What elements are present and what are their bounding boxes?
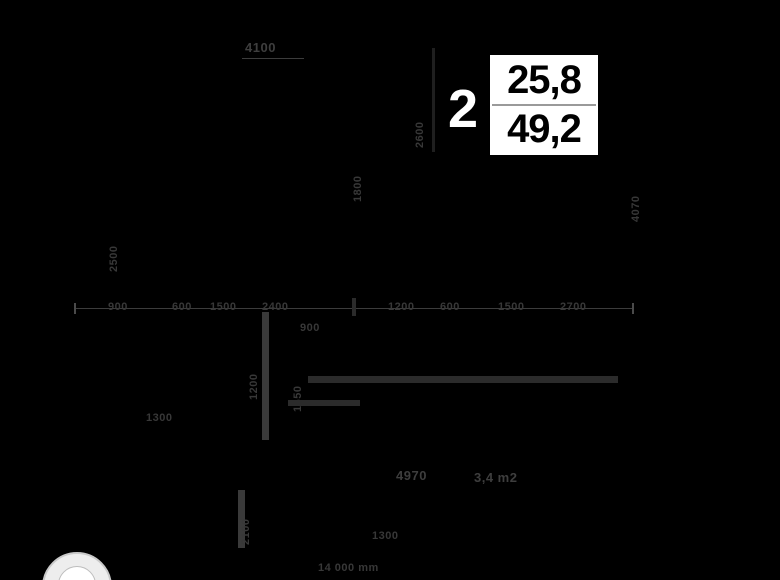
dimension-center-vertical-c: 900: [300, 322, 320, 334]
dimension-center-vertical-b: 1650: [292, 385, 304, 412]
wall-node-marker: [352, 298, 356, 316]
label-room-area: 3,4 m2: [474, 470, 518, 485]
dimension-line-top: [242, 58, 304, 59]
dimension-chain-right-1: 1200: [388, 301, 415, 313]
dimension-chain-top-2: 600: [172, 301, 192, 313]
dimension-chain-right-4: 2700: [560, 301, 587, 313]
dimension-upper-right-vertical: 4070: [630, 195, 642, 222]
callout-value-box[interactable]: 25,8 49,2: [490, 55, 598, 155]
dimension-top-left-vertical: 2600: [414, 121, 426, 148]
wall-horizontal-lower-short: [288, 400, 360, 406]
dimension-chain-top-1: 900: [108, 301, 128, 313]
dimension-chain-top-4: 2400: [262, 301, 289, 313]
dimension-chain-right-3: 1500: [498, 301, 525, 313]
dimension-chain-right-2: 600: [440, 301, 460, 313]
dimension-top-run: 4100: [245, 40, 276, 55]
wall-horizontal-lower-long: [308, 376, 618, 383]
dimension-bottom-small: 1300: [372, 530, 399, 542]
callout-value-top: 25,8: [492, 57, 596, 104]
dimension-bottom-value: 4970: [396, 468, 427, 483]
dimension-tick-right: [632, 303, 634, 314]
dimension-lower-center-vertical: 2100: [240, 518, 252, 545]
callout-value-bottom: 49,2: [492, 104, 596, 153]
dimension-left-vertical: 2500: [108, 245, 120, 272]
callout-index-label: 2: [447, 79, 479, 139]
wall-vertical-lower: [238, 490, 245, 548]
dimension-lower-left: 1300: [146, 412, 173, 424]
callout-leader-line: [432, 48, 435, 152]
caption-bottom: 14 000 mm: [318, 562, 379, 574]
dimension-center-vertical-a: 1200: [248, 373, 260, 400]
dimension-chain-top-3: 1500: [210, 301, 237, 313]
dimension-top-mid-vertical: 1800: [352, 175, 364, 202]
dimension-tick-left: [74, 303, 76, 314]
wall-vertical-center: [262, 312, 269, 440]
